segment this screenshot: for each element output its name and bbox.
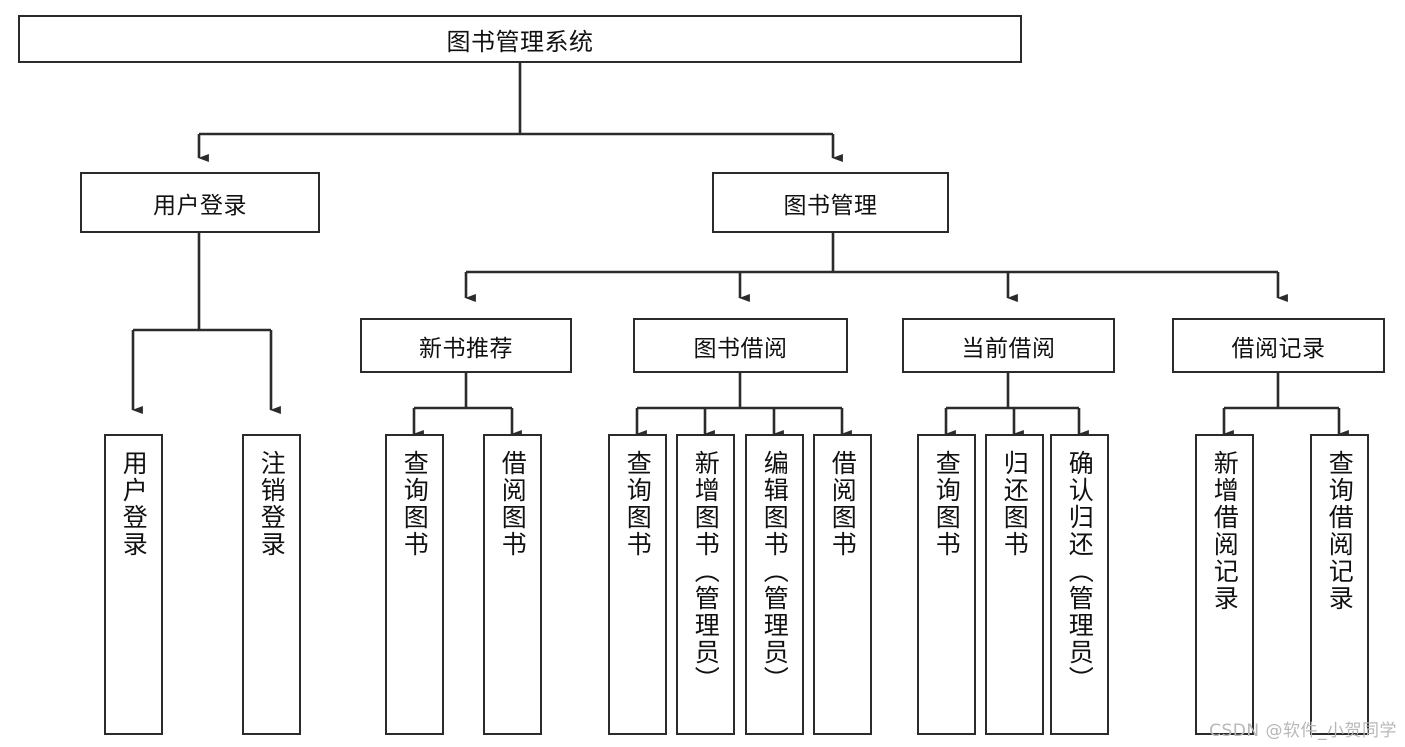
node-user-logout-leaf-label: 注销登录 bbox=[257, 450, 287, 558]
node-book-management-label: 图书管理 bbox=[783, 192, 878, 219]
node-user-login[interactable]: 用户登录 bbox=[80, 172, 320, 233]
node-add-book-admin-label: 新增图书（管理员） bbox=[691, 450, 721, 693]
node-borrow-record-label: 借阅记录 bbox=[1231, 335, 1326, 362]
node-return-book[interactable]: 归还图书 bbox=[985, 434, 1044, 735]
node-root[interactable]: 图书管理系统 bbox=[18, 15, 1022, 63]
node-add-borrow-record-label: 新增借阅记录 bbox=[1210, 450, 1240, 612]
node-query-book-3-label: 查询图书 bbox=[932, 450, 962, 558]
node-query-book-1[interactable]: 查询图书 bbox=[385, 434, 444, 735]
node-add-book-admin[interactable]: 新增图书（管理员） bbox=[676, 434, 735, 735]
node-book-borrow-label: 图书借阅 bbox=[693, 335, 788, 362]
node-borrow-book-2-label: 借阅图书 bbox=[828, 450, 858, 558]
node-new-book-recommend-label: 新书推荐 bbox=[419, 335, 513, 362]
node-add-borrow-record[interactable]: 新增借阅记录 bbox=[1195, 434, 1254, 735]
node-user-login-label: 用户登录 bbox=[153, 192, 247, 219]
node-query-book-2-label: 查询图书 bbox=[623, 450, 653, 558]
node-borrow-book-1-label: 借阅图书 bbox=[498, 450, 528, 558]
watermark: CSDN @软件_小贺同学 bbox=[1209, 721, 1397, 741]
node-borrow-record[interactable]: 借阅记录 bbox=[1172, 318, 1385, 373]
node-book-management[interactable]: 图书管理 bbox=[712, 172, 949, 233]
node-user-login-leaf[interactable]: 用户登录 bbox=[104, 434, 163, 735]
node-confirm-return-admin-label: 确认归还（管理员） bbox=[1065, 450, 1095, 693]
node-user-logout-leaf[interactable]: 注销登录 bbox=[242, 434, 301, 735]
node-query-borrow-record-label: 查询借阅记录 bbox=[1325, 450, 1355, 612]
node-return-book-label: 归还图书 bbox=[1000, 450, 1030, 558]
node-user-login-leaf-label: 用户登录 bbox=[119, 450, 149, 558]
node-query-book-3[interactable]: 查询图书 bbox=[917, 434, 976, 735]
node-borrow-book-2[interactable]: 借阅图书 bbox=[813, 434, 872, 735]
node-query-book-1-label: 查询图书 bbox=[400, 450, 430, 558]
node-new-book-recommend[interactable]: 新书推荐 bbox=[360, 318, 572, 373]
node-borrow-book-1[interactable]: 借阅图书 bbox=[483, 434, 542, 735]
node-confirm-return-admin[interactable]: 确认归还（管理员） bbox=[1050, 434, 1109, 735]
node-edit-book-admin-label: 编辑图书（管理员） bbox=[760, 450, 790, 693]
node-current-borrow-label: 当前借阅 bbox=[961, 335, 1056, 362]
node-query-book-2[interactable]: 查询图书 bbox=[608, 434, 667, 735]
node-query-borrow-record[interactable]: 查询借阅记录 bbox=[1310, 434, 1369, 735]
node-edit-book-admin[interactable]: 编辑图书（管理员） bbox=[745, 434, 804, 735]
node-root-label: 图书管理系统 bbox=[446, 27, 594, 56]
node-current-borrow[interactable]: 当前借阅 bbox=[902, 318, 1115, 373]
node-book-borrow[interactable]: 图书借阅 bbox=[633, 318, 848, 373]
